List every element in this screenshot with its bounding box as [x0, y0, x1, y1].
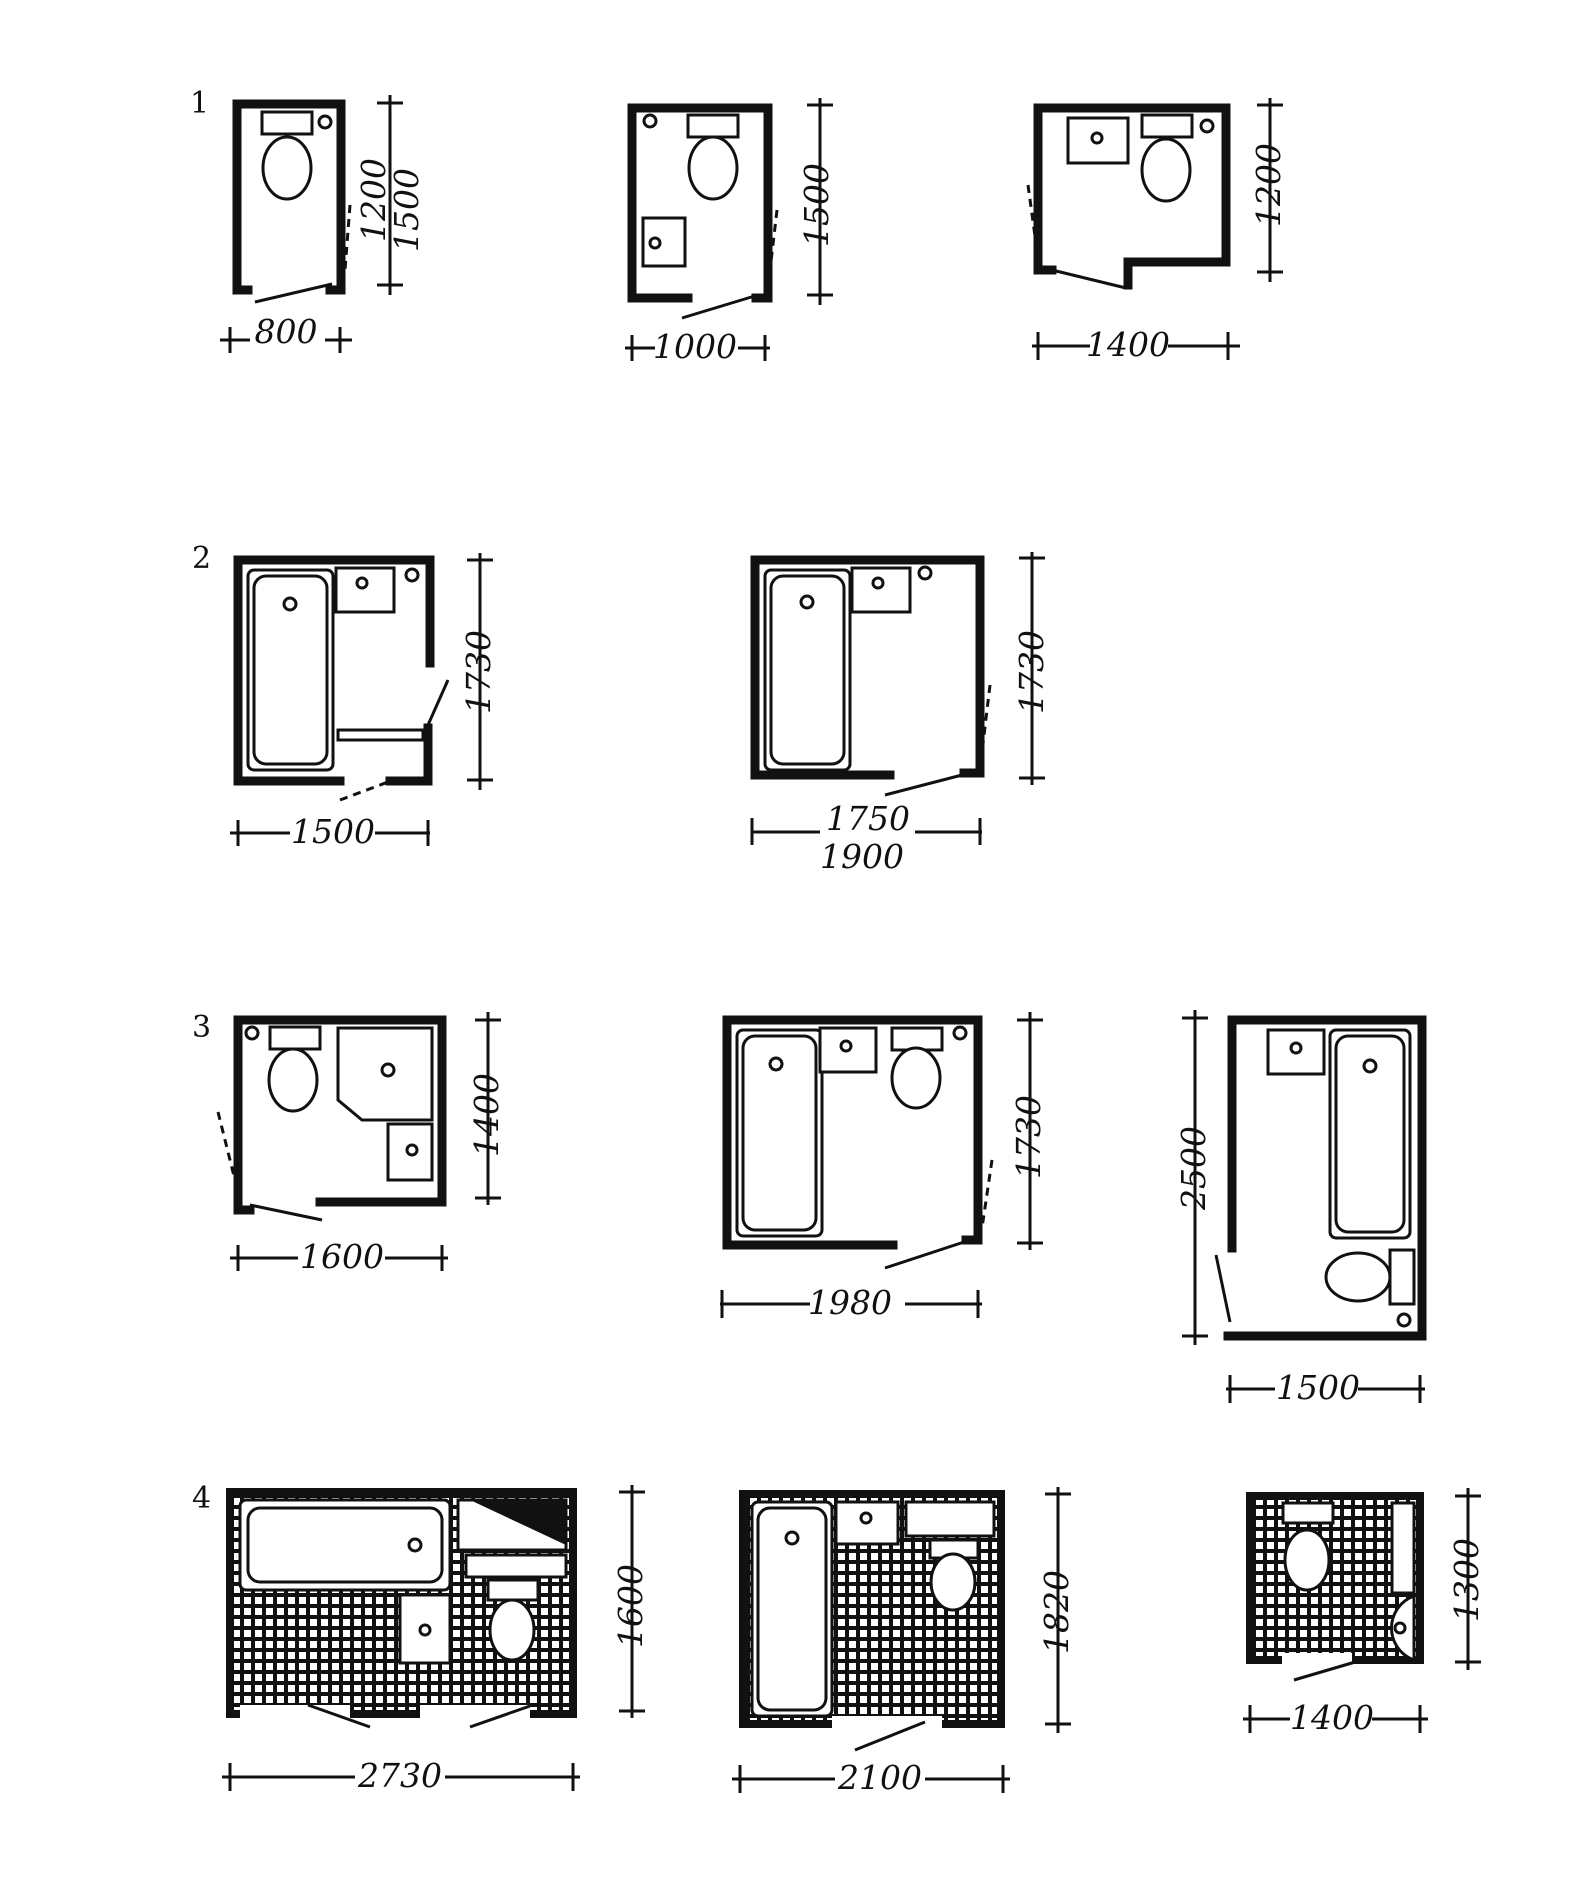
toilet-bowl: [1140, 137, 1192, 203]
toilet-bowl: [261, 135, 313, 201]
toilet-tank: [686, 113, 740, 139]
toilet-bowl: [687, 135, 739, 201]
toilet-bowl: [1324, 1251, 1392, 1303]
plan-1-1: 1200 1500 800: [220, 95, 426, 353]
sink: [334, 566, 396, 614]
toilet-bowl: [890, 1046, 942, 1110]
dimension-height: 1730: [1012, 630, 1051, 714]
plan-1-2: 1500 1000: [625, 98, 836, 366]
sink: [398, 1593, 452, 1665]
dimension-width: 1000: [653, 327, 737, 366]
door: [249, 1203, 323, 1222]
toilet-bowl: [488, 1598, 536, 1662]
plan-4-3: 1300 1400: [1243, 1488, 1486, 1737]
plan-3-1: 1400 1600: [216, 1012, 506, 1276]
sink: [850, 566, 912, 614]
dimension-width: 1500: [291, 812, 375, 851]
toilet-bowl: [1283, 1528, 1331, 1592]
dimension-width: 1900: [820, 837, 904, 876]
dimension-height: 1500: [797, 163, 836, 247]
door: [884, 1240, 965, 1270]
dimension-width: 1400: [1290, 1698, 1374, 1737]
door: [681, 293, 759, 320]
door: [884, 773, 963, 797]
dimension-width: 1500: [1276, 1368, 1360, 1407]
door: [469, 1704, 531, 1729]
plan-2-2: 1730 1750 1900: [750, 552, 1051, 876]
dimension-width: 2730: [357, 1756, 442, 1795]
toilet-bowl: [929, 1552, 977, 1612]
dimension-height: 1300: [1447, 1538, 1486, 1622]
dimension-height: 1200: [1249, 143, 1288, 227]
toilet-bowl: [267, 1047, 319, 1113]
plan-4-2: 1820 2100: [732, 1487, 1076, 1797]
plan-1-3: 1200 1400: [1026, 98, 1288, 364]
door: [254, 282, 333, 304]
dimension-width: 2100: [837, 1758, 922, 1797]
door: [854, 1720, 926, 1752]
sink: [1066, 116, 1130, 165]
door: [307, 1703, 371, 1729]
toilet-tank: [1281, 1501, 1335, 1525]
row-number-4: 4: [192, 1481, 211, 1516]
dimension-height: 1730: [1009, 1095, 1048, 1179]
toilet-tank: [1388, 1248, 1416, 1306]
dimension-width: 800: [255, 312, 318, 351]
toilet-tank: [1140, 113, 1194, 139]
dimension-width: 1400: [1086, 325, 1170, 364]
toilet-tank: [486, 1578, 540, 1602]
dimension-height: 1820: [1037, 1570, 1076, 1654]
plan-4-1: 1600 2730: [222, 1485, 650, 1795]
sink: [641, 216, 687, 268]
plan-2-1: 1730 1500: [230, 553, 498, 851]
dimension-height: 1600: [611, 1564, 650, 1648]
dimension-height: 1730: [459, 630, 498, 714]
toilet-tank: [268, 1025, 322, 1051]
door: [426, 679, 450, 726]
dimension-width: 1600: [300, 1237, 384, 1276]
row-number-3: 3: [192, 1010, 211, 1045]
dimension-height: 1400: [467, 1073, 506, 1157]
dimension-height: 1500: [387, 168, 426, 252]
row-number-1: 1: [190, 86, 209, 121]
plan-3-2: 1730 1980: [720, 1012, 1048, 1322]
dimension-height: 1200: [354, 158, 393, 242]
sink: [386, 1122, 434, 1182]
toilet-tank: [260, 110, 314, 136]
dimension-height: 2500: [1174, 1126, 1213, 1211]
plan-3-3: 2500 1500: [1174, 1010, 1427, 1407]
dimension-width: 1980: [808, 1283, 892, 1322]
corner-sink: [1389, 1593, 1416, 1663]
door: [1051, 268, 1127, 290]
door: [1214, 1254, 1232, 1323]
row-number-2: 2: [192, 541, 211, 576]
door: [1293, 1658, 1363, 1682]
dimension-width: 1750: [826, 799, 910, 838]
